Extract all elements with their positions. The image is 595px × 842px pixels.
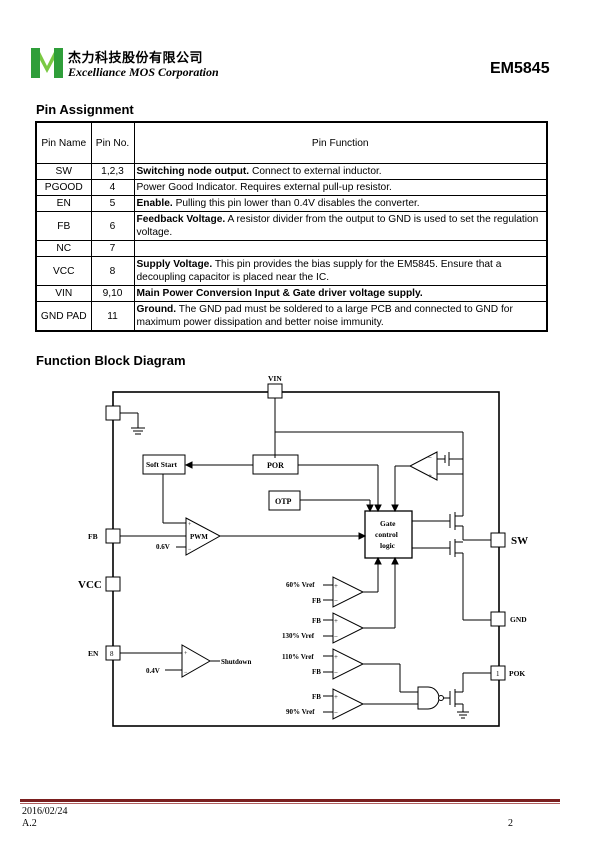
pin-function-bold: Supply Voltage.: [136, 259, 213, 270]
pg-low-comparator: [332, 688, 365, 720]
ovp-comparator: [332, 612, 365, 644]
footer-rule-thin: [20, 803, 560, 804]
pin-no: 9,10: [90, 285, 135, 302]
vcc-pin: [105, 576, 121, 592]
pin-name: VIN: [35, 285, 92, 302]
table-row: VCC 8 Supply Voltage. This pin provides …: [35, 256, 548, 286]
gate-label-3: logic: [380, 541, 396, 550]
chip-outline: [112, 391, 500, 727]
svg-text:+: +: [188, 522, 192, 528]
cmp-fb-label-3: FB: [312, 668, 321, 676]
soft-start-label: Soft Start: [146, 460, 178, 469]
pin-function: Main Power Conversion Input & Gate drive…: [133, 285, 548, 302]
ref60-label: 60% Vref: [286, 581, 315, 589]
footer-date: 2016/02/24: [22, 806, 68, 817]
pin-function-bold: Switching node output.: [136, 166, 250, 177]
pin-function-bold: Ground.: [136, 304, 177, 315]
vcc-label: VCC: [78, 579, 102, 591]
svg-text:−: −: [428, 454, 432, 462]
vin-label: VIN: [268, 374, 282, 383]
pin-assignment-title: Pin Assignment: [36, 102, 134, 117]
block-diagram-title: Function Block Diagram: [36, 353, 186, 368]
and-gate: [417, 686, 440, 710]
otp-label: OTP: [275, 497, 292, 506]
company-name-chinese: 杰力科技股份有限公司: [68, 51, 204, 66]
nc-pin: [105, 405, 121, 421]
fb-pin: [105, 528, 121, 544]
company-logo: [30, 46, 64, 80]
v06-label: 0.6V: [156, 543, 170, 551]
pg-high-comparator: [332, 648, 365, 680]
pok-pin-number: 1: [496, 670, 500, 678]
sw-pin: [490, 532, 506, 548]
pin-function-text: The GND pad must be soldered to a large …: [136, 304, 513, 328]
por-label: POR: [267, 461, 284, 470]
soft-start-block: [142, 454, 186, 475]
footer-rule: [20, 799, 560, 802]
gnd-label: GND: [510, 615, 527, 624]
pin-function-bold: Enable.: [136, 198, 173, 209]
pin-function-text: Connect to external inductor.: [249, 166, 382, 177]
table-row: GND PAD 11 Ground. The GND pad must be s…: [35, 301, 548, 332]
table-header-row: Pin Name Pin No. Pin Function: [35, 121, 548, 164]
table-row: VIN 9,10 Main Power Conversion Input & G…: [35, 285, 548, 302]
pin-function-bold: Main Power Conversion Input & Gate drive…: [136, 288, 423, 299]
vin-pin: [267, 383, 283, 399]
pin-function: Feedback Voltage. A resistor divider fro…: [133, 211, 548, 241]
ref130-label: 130% Vref: [282, 632, 315, 640]
gate-label-1: Gate: [380, 519, 396, 528]
pin-function-text: Power Good Indicator. Requires external …: [136, 182, 392, 193]
pin-function: Ground. The GND pad must be soldered to …: [133, 301, 548, 332]
pin-function-text: This pin provides the bias supply for th…: [136, 259, 502, 283]
en-label: EN: [88, 649, 99, 658]
pin-name: FB: [35, 211, 92, 241]
svg-text:+: +: [334, 693, 338, 701]
pin-function-text: Pulling this pin lower than 0.4V disable…: [172, 198, 420, 209]
svg-text:+: +: [184, 651, 188, 657]
shutdown-label: Shutdown: [221, 658, 251, 666]
ref90-label: 90% Vref: [286, 708, 315, 716]
svg-text:−: −: [334, 669, 338, 677]
ref110-label: 110% Vref: [282, 653, 314, 661]
pin-function-bold: Feedback Voltage.: [136, 214, 226, 225]
gate-control-block: [364, 510, 413, 559]
svg-text:+: +: [334, 653, 338, 661]
pin-name: VCC: [35, 256, 92, 286]
svg-text:+: +: [428, 472, 432, 480]
fb-pin-label: FB: [88, 532, 98, 541]
pok-pin: [490, 665, 506, 681]
cmp-fb-label-1: FB: [312, 597, 321, 605]
svg-text:−: −: [334, 597, 338, 605]
part-number: EM5845: [490, 60, 550, 77]
pwm-comparator: [185, 517, 222, 556]
gate-label-2: control: [375, 530, 398, 539]
svg-text:−: −: [334, 633, 338, 641]
gnd-pin: [490, 611, 506, 627]
table-row: SW 1,2,3 Switching node output. Connect …: [35, 163, 548, 180]
uvp-comparator: [332, 576, 365, 608]
table-row: PGOOD 4 Power Good Indicator. Requires e…: [35, 179, 548, 196]
sw-label: SW: [511, 535, 528, 547]
svg-text:+: +: [334, 582, 338, 590]
svg-text:−: −: [334, 709, 338, 717]
pok-label: POK: [509, 669, 525, 678]
en-pin-number: 8: [110, 650, 114, 658]
v04-label: 0.4V: [146, 667, 160, 675]
company-name-english: Excelliance MOS Corporation: [68, 65, 219, 79]
pin-function-text: A resistor divider from the output to GN…: [136, 214, 539, 238]
cmp-fb-label-2: FB: [312, 617, 321, 625]
shutdown-comparator: [181, 644, 212, 678]
svg-text:−: −: [188, 547, 192, 553]
page-number: 2: [508, 818, 513, 829]
footer-revision: A.2: [22, 818, 37, 829]
pin-table: Pin Name Pin No. Pin Function SW 1,2,3 S…: [35, 121, 548, 332]
pin-name: GND PAD: [35, 301, 92, 332]
pwm-label: PWM: [190, 533, 208, 541]
svg-text:+: +: [334, 617, 338, 625]
svg-text:−: −: [184, 670, 188, 676]
cmp-fb-label-4: FB: [312, 693, 321, 701]
col-pin-function: Pin Function: [133, 121, 548, 164]
table-row: FB 6 Feedback Voltage. A resistor divide…: [35, 211, 548, 241]
